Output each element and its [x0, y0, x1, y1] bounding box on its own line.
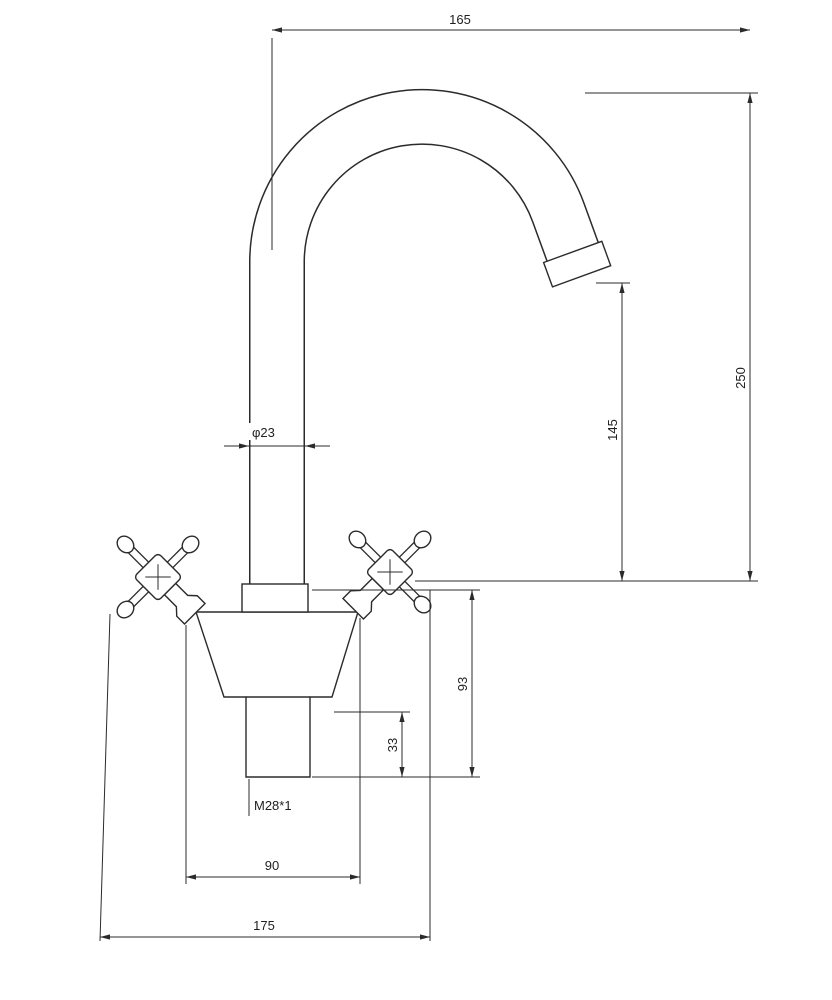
- dimension-overall-width: 175: [99, 590, 431, 942]
- left-handle-tip: [116, 600, 135, 619]
- left-handle-tip: [181, 535, 200, 554]
- dimension-body-height: 93: [312, 589, 480, 778]
- dimension-label-spout-reach: 165: [449, 12, 471, 27]
- right-handle-tip: [348, 530, 367, 549]
- dimension-label-spout-diameter: φ23: [252, 425, 275, 440]
- dimension-overall-height: 250: [415, 92, 758, 582]
- faucet-body: [195, 611, 359, 778]
- spout-mount: [241, 583, 309, 613]
- right-handle-stem: [341, 577, 385, 621]
- dimension-label-thread-length: 33: [385, 738, 400, 752]
- spout-tube-fill: [250, 90, 601, 590]
- dimension-label-thread-spec: M28*1: [254, 798, 292, 813]
- right-handle-tip: [413, 595, 432, 614]
- left-handle: [116, 535, 207, 626]
- spout-aerator: [542, 240, 612, 288]
- dimension-spout-diameter: φ23: [224, 423, 330, 449]
- dimension-thread-length: 33: [334, 711, 410, 777]
- left-handle-tip: [116, 535, 135, 554]
- dimensions: 165 250 145 φ23 93: [99, 12, 758, 942]
- dimension-spout-reach: 165: [271, 12, 750, 250]
- right-handle-tip: [413, 530, 432, 549]
- left-handle-stem: [163, 582, 207, 626]
- dimension-thread-spec: M28*1: [248, 779, 292, 816]
- dimension-base-width: 90: [185, 618, 361, 884]
- dimension-label-outlet-height: 145: [605, 419, 620, 441]
- dimension-label-overall-width: 175: [253, 918, 275, 933]
- faucet: [116, 88, 612, 778]
- dimension-outlet-height: 145: [596, 282, 630, 581]
- right-handle: [341, 530, 432, 621]
- extension-line: [99, 613, 111, 942]
- dimension-label-base-width: 90: [265, 858, 279, 873]
- dimension-label-body-height: 93: [455, 677, 470, 691]
- dimension-label-overall-height: 250: [733, 367, 748, 389]
